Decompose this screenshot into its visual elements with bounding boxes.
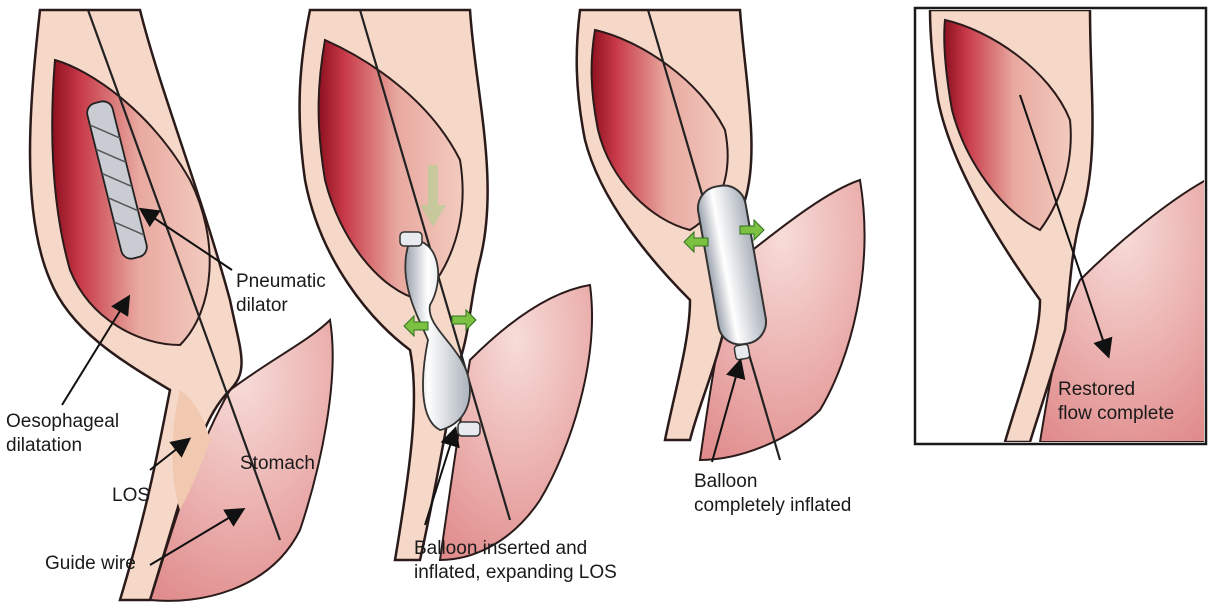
caption-restored-flow: Restored flow complete (1058, 378, 1174, 426)
panel-2 (300, 10, 592, 560)
label-guide-wire: Guide wire (45, 552, 136, 576)
label-pneumatic-dilator: Pneumatic dilator (236, 270, 326, 318)
panel-3 (577, 10, 865, 460)
caption-balloon-completely-inflated: Balloon completely inflated (694, 470, 851, 518)
label-stomach: Stomach (240, 452, 315, 476)
label-los: LOS (112, 484, 150, 508)
caption-balloon-inserted: Balloon inserted and inflated, expanding… (414, 537, 617, 585)
label-oesophageal-dilatation: Oesophageal dilatation (6, 410, 119, 458)
